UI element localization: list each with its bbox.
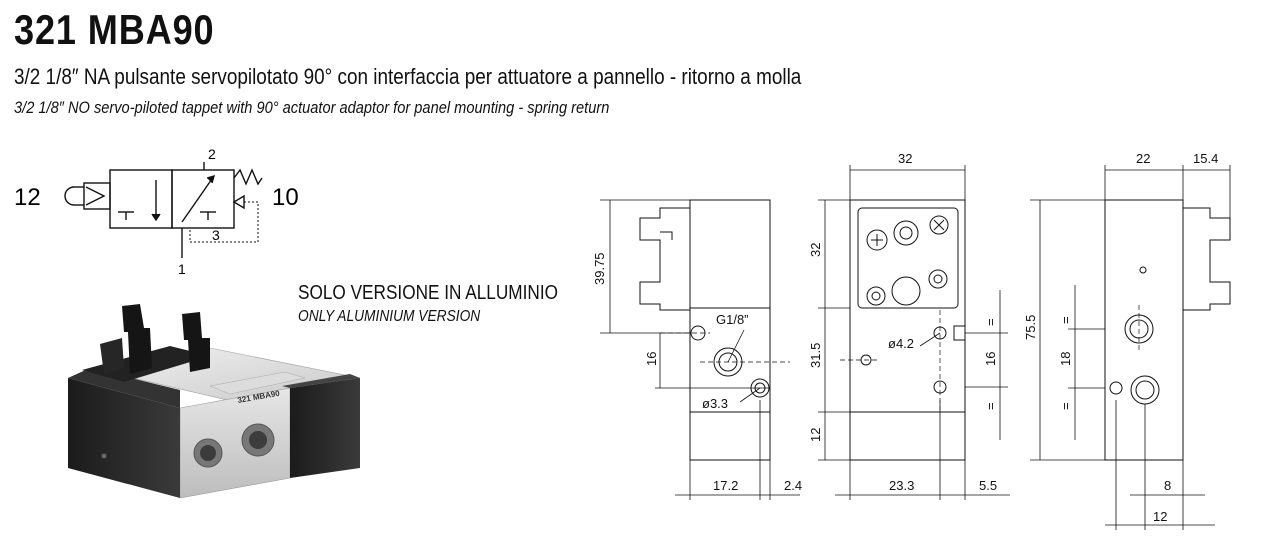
dim-bottom-12: 12 [1153, 509, 1167, 524]
dim-bottom-2-4: 2.4 [784, 478, 802, 493]
dim-width-15-4: 15.4 [1193, 151, 1218, 166]
equal-mark-4: = [1058, 402, 1073, 410]
dim-bottom-5-5: 5.5 [979, 478, 997, 493]
subtitle-italian: 3/2 1/8″ NA pulsante servopilotato 90° c… [14, 64, 802, 89]
dim-hole-3-3: ø3.3 [702, 396, 728, 411]
valve-symbol: 12 10 2 3 1 [14, 146, 299, 277]
dim-bottom-8: 8 [1164, 478, 1171, 493]
port-10-label: 10 [272, 184, 299, 211]
dim-width-22: 22 [1136, 151, 1150, 166]
dim-height-16-right: 16 [983, 352, 998, 366]
note-italian: SOLO VERSIONE IN ALLUMINIO [298, 282, 558, 304]
dim-height-75-5: 75.5 [1023, 315, 1038, 340]
port-2-label: 2 [208, 146, 216, 162]
equal-mark-3: = [1058, 316, 1073, 324]
dim-width-32: 32 [898, 151, 912, 166]
note-english: ONLY ALUMINIUM VERSION [298, 308, 481, 325]
dim-height-16-left: 16 [644, 352, 659, 366]
dim-height-39-75: 39.75 [592, 252, 607, 285]
dim-height-32: 32 [808, 243, 823, 257]
dim-height-31-5: 31.5 [808, 343, 823, 368]
dim-bottom-23-3: 23.3 [889, 478, 914, 493]
port-3-label: 3 [212, 227, 220, 243]
port-12-label: 12 [14, 184, 41, 211]
dim-thread: G1/8” [716, 312, 749, 327]
subtitle-english: 3/2 1/8″ NO servo-piloted tappet with 90… [14, 98, 610, 117]
dimension-drawing: 32 22 15.4 39.75 32 16 31.5 12 16 75.5 1… [592, 151, 1231, 530]
dim-height-12: 12 [808, 428, 823, 442]
dim-hole-4-2: ø4.2 [888, 336, 914, 351]
product-title: 321 MBA90 [14, 6, 215, 53]
dim-bottom-17-2: 17.2 [713, 478, 738, 493]
end-view-body [1104, 199, 1184, 461]
valve-photo: 321 MBA90 [68, 304, 361, 499]
equal-mark-2: = [983, 402, 998, 410]
port-1-label: 1 [178, 261, 186, 277]
dim-height-18: 18 [1058, 352, 1073, 366]
side-view-body [689, 199, 771, 461]
equal-mark-1: = [983, 318, 998, 326]
